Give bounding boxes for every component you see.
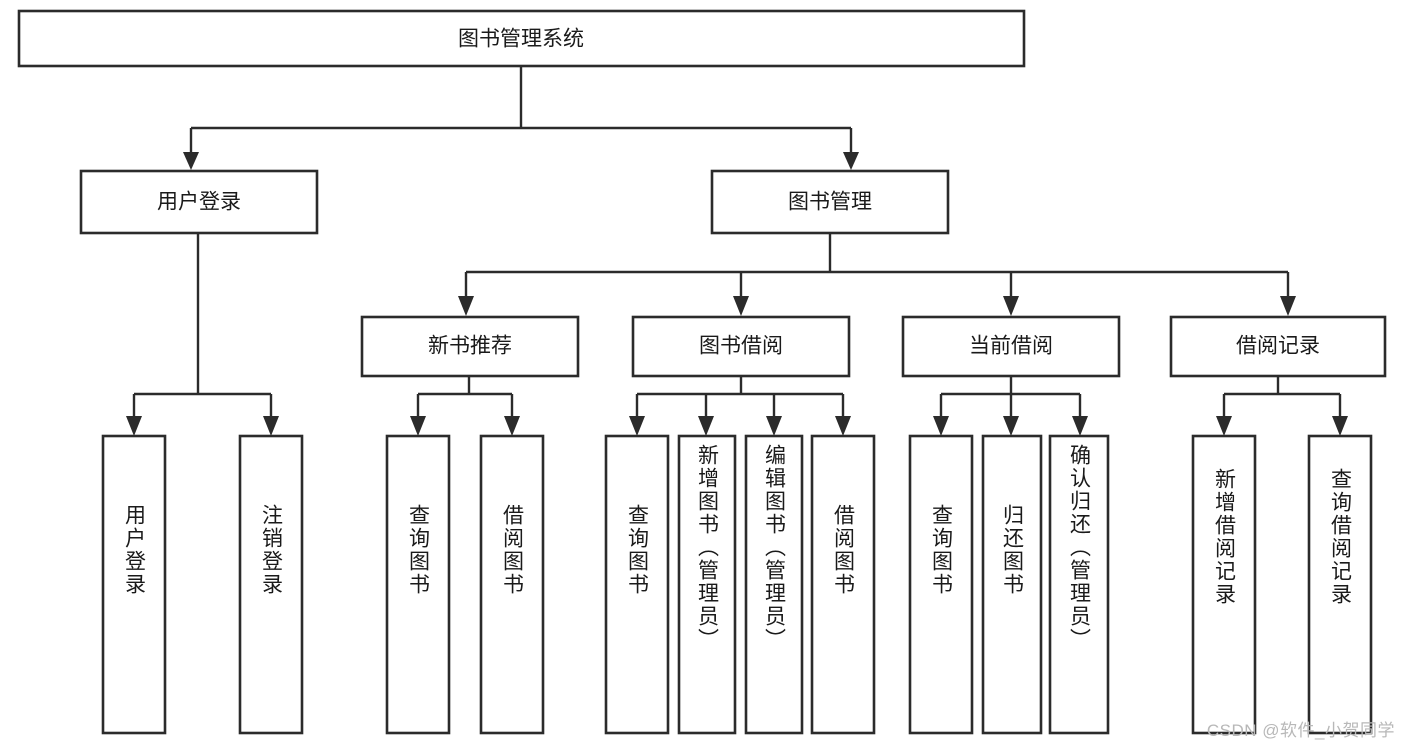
node-label-root: 图书管理系统 bbox=[458, 28, 584, 51]
node-current-borrow[interactable]: 当前借阅 bbox=[901, 315, 1121, 378]
node-new-book-recommend[interactable]: 新书推荐 bbox=[360, 315, 580, 378]
node-leaf-query-borrow-record[interactable] bbox=[1307, 434, 1373, 735]
node-leaf-borrow-book-1[interactable] bbox=[479, 434, 545, 735]
node-label-book-borrow: 图书借阅 bbox=[699, 335, 783, 358]
connector-group-borrow-record bbox=[1216, 376, 1348, 436]
node-root-system[interactable]: 图书管理系统 bbox=[17, 9, 1026, 68]
node-leaf-logout[interactable] bbox=[238, 434, 304, 735]
node-leaf-user-login[interactable] bbox=[101, 434, 167, 735]
node-leaf-query-book-1[interactable] bbox=[385, 434, 451, 735]
node-borrow-record[interactable]: 借阅记录 bbox=[1169, 315, 1387, 378]
node-book-borrow[interactable]: 图书借阅 bbox=[631, 315, 851, 378]
connector-group-book-borrow bbox=[629, 376, 851, 436]
connector-group-current-borrow bbox=[933, 376, 1088, 436]
node-label-user-login: 用户登录 bbox=[157, 191, 241, 214]
node-leaf-confirm-return-admin[interactable] bbox=[1048, 434, 1110, 735]
node-label-book-management: 图书管理 bbox=[788, 191, 872, 214]
connector-group-root bbox=[183, 66, 859, 170]
node-leaf-add-book-admin[interactable] bbox=[677, 434, 737, 735]
connector-group-book-management bbox=[458, 233, 1296, 316]
node-label-current-borrow: 当前借阅 bbox=[969, 335, 1053, 358]
node-leaf-edit-book-admin[interactable] bbox=[744, 434, 804, 735]
node-user-login[interactable]: 用户登录 bbox=[79, 169, 319, 235]
node-leaf-query-book-3[interactable] bbox=[908, 434, 974, 735]
node-label-borrow-record: 借阅记录 bbox=[1236, 335, 1320, 358]
node-label-new-book-recommend: 新书推荐 bbox=[428, 335, 512, 358]
node-leaf-query-book-2[interactable] bbox=[604, 434, 670, 735]
node-leaf-borrow-book-2[interactable] bbox=[810, 434, 876, 735]
node-leaf-add-borrow-record[interactable] bbox=[1191, 434, 1257, 735]
node-leaf-return-book[interactable] bbox=[981, 434, 1043, 735]
connector-group-user-login bbox=[126, 233, 279, 436]
connector-group-new-book bbox=[410, 376, 520, 436]
node-book-management[interactable]: 图书管理 bbox=[710, 169, 950, 235]
